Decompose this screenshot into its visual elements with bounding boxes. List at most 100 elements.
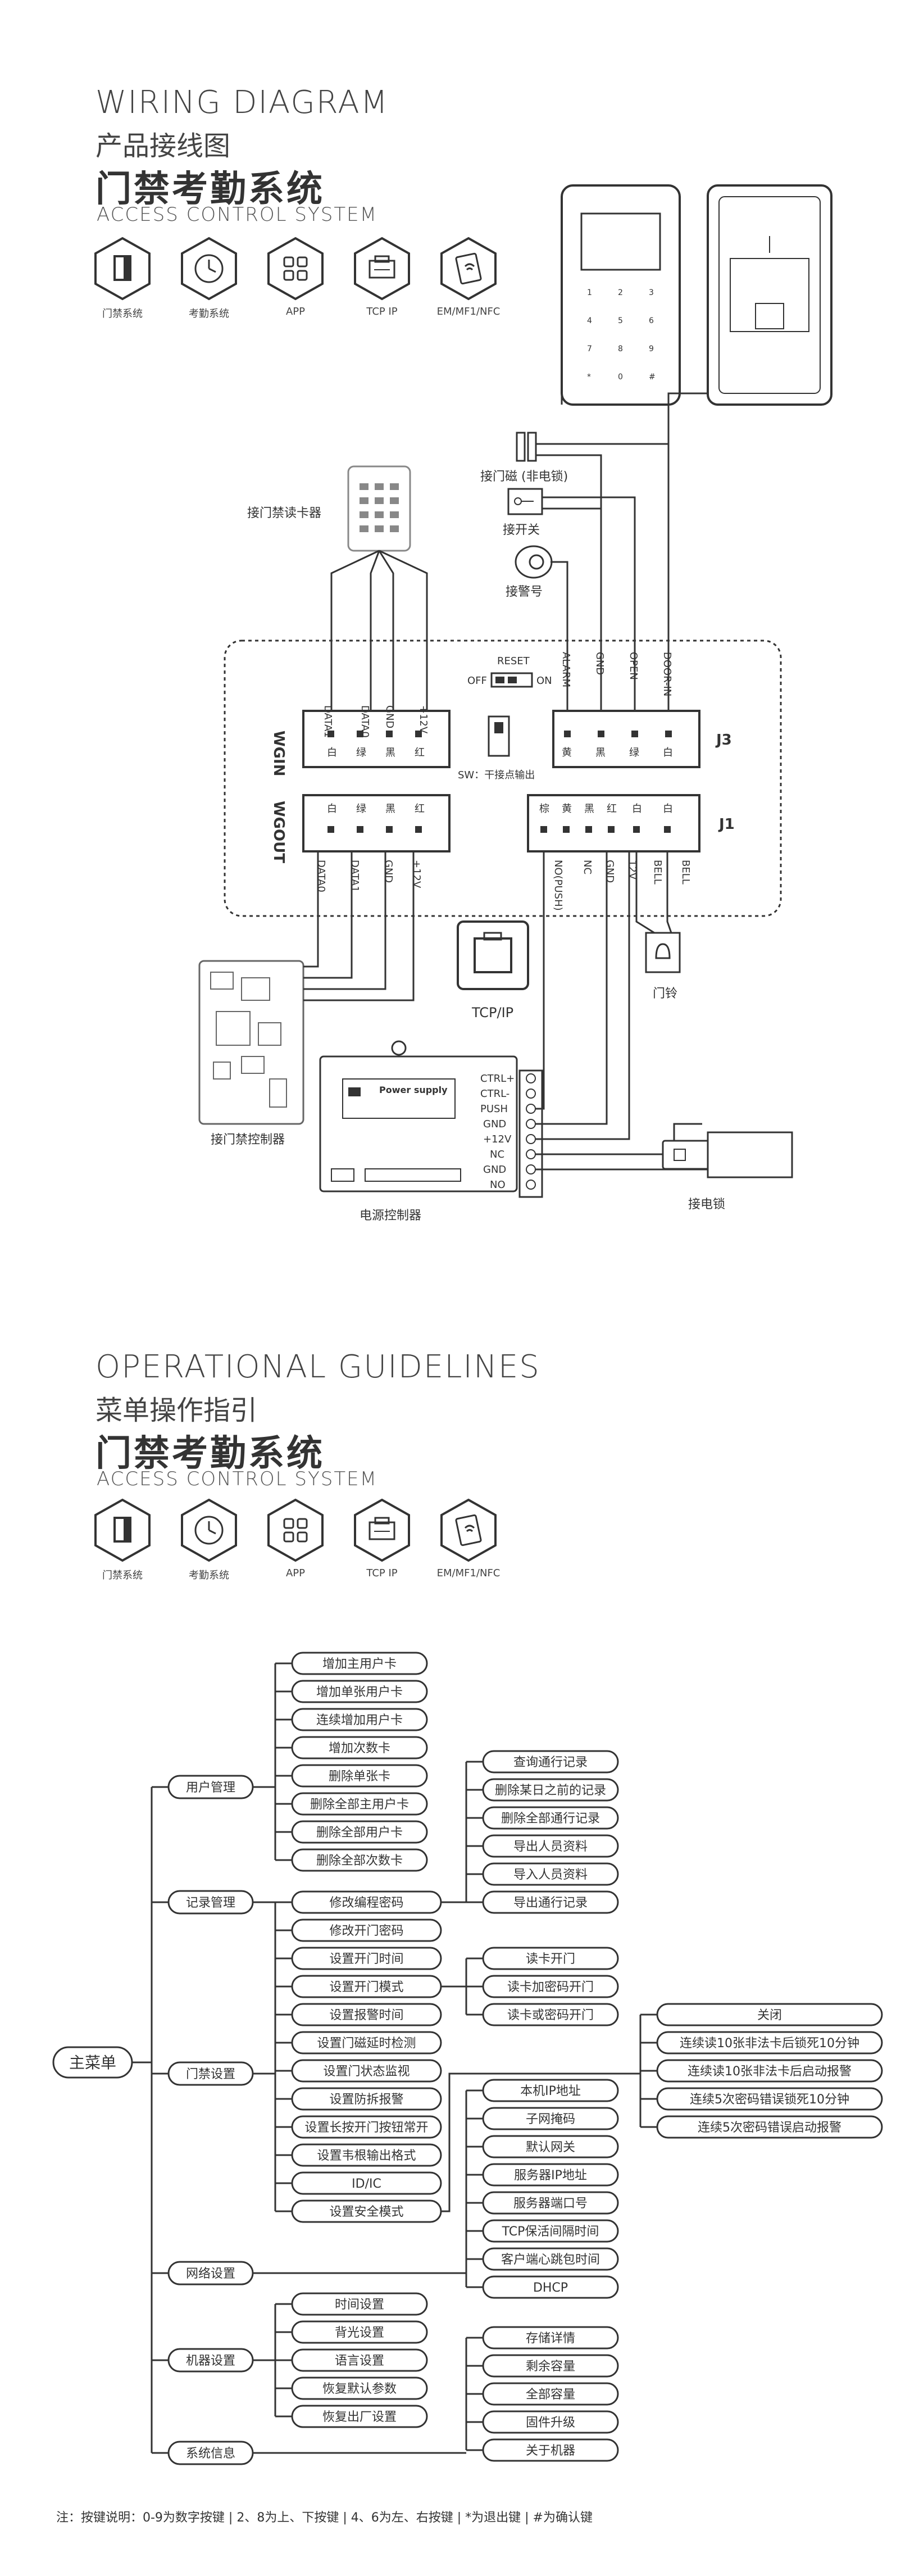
svg-text:9: 9 (649, 344, 654, 353)
svg-text:6: 6 (649, 316, 654, 325)
menu-machine-item-label: 背光设置 (335, 2326, 384, 2340)
wiring-title-en: WIRING DIAGRAM (95, 84, 389, 121)
menu-record-item: 删除全部通行记录 (482, 1806, 619, 1830)
access-controller-board (198, 960, 304, 1125)
menu-record-item-label: 查询通行记录 (513, 1756, 588, 1770)
wiring-system-cn: 门禁考勤系统 (95, 169, 325, 210)
menu-sysinfo-item: 剩余容量 (482, 2354, 619, 2378)
menu-record-mgmt: 记录管理 (167, 1890, 254, 1915)
menu-door-item-label: 设置门磁延时检测 (317, 2037, 416, 2051)
wgin-color: 白 (327, 747, 337, 759)
j3-pin: DOOR-IN (661, 652, 673, 696)
menu-sysinfo-item-label: 关于机器 (526, 2444, 575, 2458)
app-grid-icon (267, 237, 324, 301)
wgout-color: 白 (327, 803, 337, 815)
menu-machine-item: 背光设置 (291, 2320, 428, 2344)
wgin-pin: +12V (417, 705, 429, 734)
doorbell-label: 门铃 (653, 987, 677, 1001)
wgin-label: WGIN (270, 731, 287, 776)
j3-pins: ALARM GND OPEN DOOR-IN 黄 黑 绿 白 (560, 652, 673, 759)
menu-door-item: 设置长按开门按钮常开 (291, 2115, 442, 2139)
wgin-color: 绿 (356, 747, 366, 759)
menu-user-item: 连续增加用户卡 (291, 1708, 428, 1731)
j3-label: J3 (715, 732, 732, 749)
menu-network-item-label: 子网掩码 (526, 2112, 575, 2126)
menu-door-item: 设置安全模式 (291, 2199, 442, 2223)
menu-security-mode-label: 连续5次密码错误锁死10分钟 (690, 2093, 849, 2107)
menu-tree: 主菜单用户管理记录管理门禁设置网络设置机器设置系统信息增加主用户卡增加单张用户卡… (52, 1652, 883, 2465)
menu-door-item-label: 设置开门模式 (329, 1980, 403, 1994)
feature-app: APP (263, 1498, 328, 1582)
menu-sysinfo-item: 关于机器 (482, 2438, 619, 2462)
menu-user-item: 删除全部用户卡 (291, 1820, 428, 1844)
svg-text:#: # (649, 373, 656, 382)
card-reader (347, 465, 411, 552)
menu-user-item: 删除全部次数卡 (291, 1848, 428, 1872)
menu-record-item: 删除某日之前的记录 (482, 1778, 619, 1802)
reset-on: ON (536, 675, 552, 687)
feature-label: EM/MF1/NFC (436, 306, 501, 318)
menu-machine-label: 机器设置 (186, 2354, 235, 2368)
menu-door-settings-label: 门禁设置 (186, 2067, 235, 2081)
guide-title-cn: 菜单操作指引 (95, 1395, 258, 1426)
tcpip-label: TCP/IP (471, 1005, 513, 1021)
door-sensor-label: 接门磁 (非电锁) (480, 470, 568, 484)
menu-open-mode: 读卡开门 (482, 1947, 619, 1970)
feature-label: APP (285, 1567, 306, 1579)
exit-switch (507, 488, 543, 515)
board-outline (224, 640, 782, 917)
terminal-label: NC (490, 1149, 504, 1160)
menu-network-item-label: 服务器IP地址 (514, 2169, 587, 2183)
svg-text:1: 1 (587, 288, 592, 297)
menu-record-item: 导出通行记录 (482, 1890, 619, 1914)
wgin-connector (302, 710, 451, 768)
j1-color: 白 (663, 803, 673, 815)
app-grid-icon (267, 1498, 324, 1562)
menu-open-mode: 读卡或密码开门 (482, 2003, 619, 2026)
menu-door-settings: 门禁设置 (167, 2061, 254, 2086)
menu-root-label: 主菜单 (69, 2053, 116, 2072)
j3-color: 白 (663, 747, 673, 759)
j1-color: 白 (632, 803, 642, 815)
j3-color: 绿 (629, 747, 639, 759)
menu-network-item-label: DHCP (533, 2281, 568, 2295)
menu-machine-item: 恢复出厂设置 (291, 2405, 428, 2428)
menu-sysinfo-item-label: 固件升级 (526, 2416, 575, 2430)
terminal-labels: CTRL+ CTRL- PUSH GND +12V NC GND NO (480, 1073, 515, 1191)
feature-label: TCP IP (366, 1567, 398, 1579)
menu-door-item-label: 修改编程密码 (329, 1896, 403, 1910)
menu-user-item: 删除全部主用户卡 (291, 1792, 428, 1816)
terminal-label: GND (483, 1164, 506, 1176)
nfc-card-icon (440, 237, 497, 301)
menu-machine: 机器设置 (167, 2348, 254, 2373)
menu-user-mgmt-label: 用户管理 (186, 1781, 235, 1795)
sw-note: SW：干接点输出 (458, 769, 535, 781)
menu-user-item: 增加主用户卡 (291, 1652, 428, 1675)
electric-lock (662, 1131, 793, 1178)
menu-security-mode: 连续读10张非法卡后启动报警 (656, 2059, 883, 2083)
menu-door-item: 设置开门模式 (291, 1975, 442, 1998)
menu-user-item-label: 增加单张用户卡 (316, 1685, 403, 1699)
menu-user-item-label: 增加次数卡 (329, 1741, 390, 1756)
menu-door-item: 修改编程密码 (291, 1890, 442, 1914)
clock-icon (181, 237, 237, 301)
svg-text:0: 0 (618, 373, 623, 382)
menu-record-item-label: 删除某日之前的记录 (495, 1784, 606, 1798)
menu-sysinfo-item: 存储详情 (482, 2326, 619, 2350)
wgin-color: 红 (415, 747, 425, 759)
menu-record-item-label: 导入人员资料 (513, 1868, 588, 1882)
alarm-siren (515, 545, 553, 579)
feature-label: 门禁系统 (102, 1570, 143, 1581)
j1-color: 红 (607, 803, 617, 815)
menu-network-item-label: 服务器端口号 (513, 2197, 588, 2211)
menu-open-mode-label: 读卡加密码开门 (507, 1980, 594, 1994)
feature-icons-bottom: 门禁系统 考勤系统 APP TCP IP (90, 1498, 501, 1582)
menu-security-mode-label: 连续读10张非法卡后启动报警 (688, 2065, 852, 2079)
door-sensor (516, 432, 537, 462)
menu-network-item-label: 客户端心跳包时间 (501, 2253, 600, 2267)
menu-user-item-label: 连续增加用户卡 (316, 1713, 403, 1727)
feature-nfc: EM/MF1/NFC (436, 236, 501, 320)
menu-machine-item: 语言设置 (291, 2348, 428, 2372)
tcpip-port (457, 920, 529, 990)
